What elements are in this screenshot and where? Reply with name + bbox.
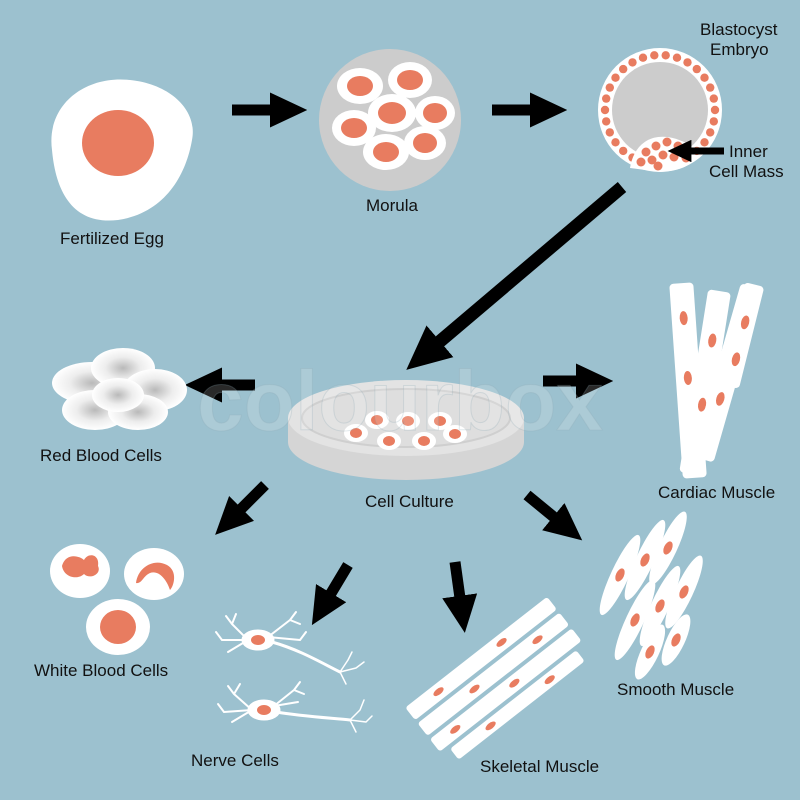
cardiac-muscle-cells <box>669 282 764 479</box>
trophoblast-nucleus <box>619 146 628 156</box>
trophoblast-nucleus <box>611 138 620 147</box>
nerve-cell-lower <box>217 681 373 733</box>
label-inner-cell-mass: Inner Cell Mass <box>709 142 784 182</box>
trophoblast-nucleus <box>692 64 701 74</box>
label-morula: Morula <box>366 196 418 215</box>
trophoblast-nucleus <box>605 128 614 137</box>
smooth-muscle-cells <box>599 511 703 680</box>
trophoblast-nucleus <box>602 94 611 103</box>
morula-cell <box>319 49 461 191</box>
trophoblast-nucleus <box>650 51 659 60</box>
trophoblast-nucleus <box>709 94 718 103</box>
label-blastocyst-embryo: Blastocyst Embryo <box>700 20 777 60</box>
arrows <box>184 92 724 633</box>
arrow-culture-to-wbc <box>215 481 269 535</box>
trophoblast-nucleus <box>700 138 709 147</box>
label-blastocyst-line1: Blastocyst <box>700 20 778 39</box>
label-smooth-muscle: Smooth Muscle <box>617 680 735 699</box>
nerve-cell-upper <box>215 611 365 685</box>
label-fertilized-egg: Fertilized Egg <box>60 229 164 248</box>
trophoblast-nucleus <box>600 105 610 115</box>
nerve-cells <box>215 611 373 733</box>
trophoblast-nucleus <box>602 117 611 126</box>
label-nerve-cells: Nerve Cells <box>191 751 279 770</box>
label-inner-cell-mass-line2: Cell Mass <box>709 162 784 181</box>
trophoblast-nucleus <box>710 105 720 115</box>
trophoblast-nucleus <box>683 58 692 67</box>
label-inner-cell-mass-line1: Inner <box>729 142 768 161</box>
cell-culture-dish <box>288 380 524 480</box>
trophoblast-nucleus <box>619 64 628 74</box>
label-white-blood-cells: White Blood Cells <box>34 661 169 680</box>
label-red-blood-cells: Red Blood Cells <box>40 446 162 465</box>
skeletal-muscle-fibers <box>406 597 584 759</box>
label-cardiac-muscle: Cardiac Muscle <box>658 483 776 502</box>
arrow-blastocyst-to-culture <box>406 182 627 370</box>
watermark-text: colourbox <box>197 354 603 448</box>
white-blood-cells <box>50 544 184 655</box>
trophoblast-nucleus <box>700 73 709 82</box>
trophoblast-nucleus <box>611 73 620 82</box>
trophoblast-nucleus <box>706 128 715 137</box>
fertilized-egg-cell <box>51 79 193 221</box>
trophoblast-nucleus <box>628 58 637 67</box>
trophoblast-nucleus <box>638 53 648 62</box>
arrow-culture-to-skeletal <box>442 561 478 633</box>
trophoblast-nucleus <box>709 117 718 126</box>
label-blastocyst-line2: Embryo <box>710 40 769 59</box>
trophoblast-nucleus <box>706 83 715 92</box>
arrow-culture-to-nerve <box>311 562 353 626</box>
red-blood-cells <box>52 348 187 430</box>
arrow-culture-to-smooth <box>523 490 583 541</box>
trophoblast-nucleus <box>605 83 614 92</box>
label-cell-culture: Cell Culture <box>365 492 454 511</box>
trophoblast-nucleus <box>672 53 682 62</box>
trophoblast-nucleus <box>661 51 670 60</box>
label-skeletal-muscle: Skeletal Muscle <box>480 757 600 776</box>
